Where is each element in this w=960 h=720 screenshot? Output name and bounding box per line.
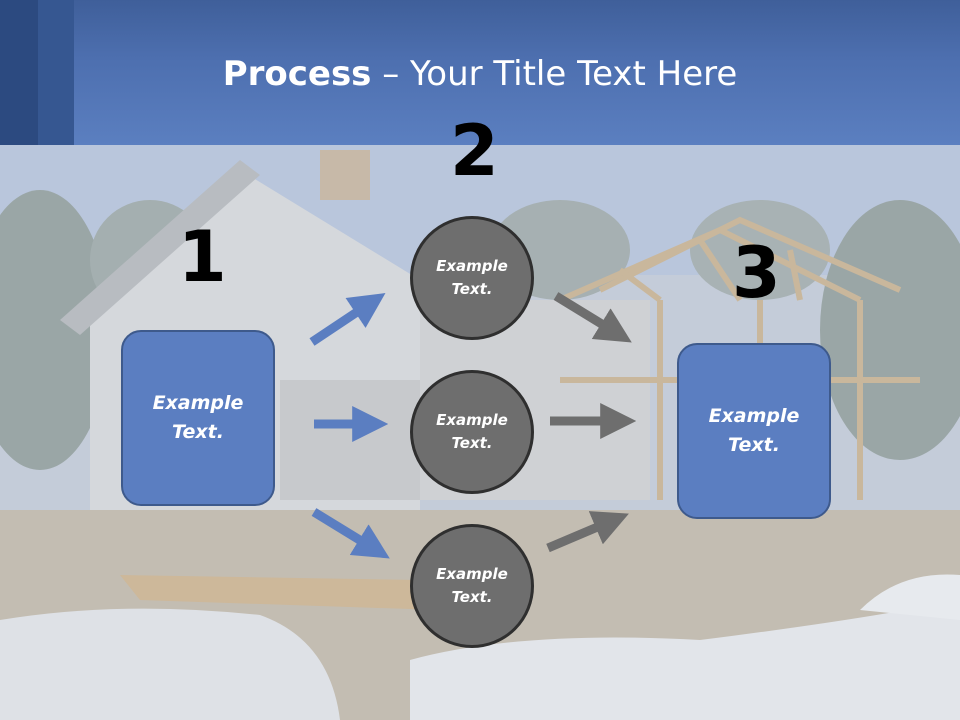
header-accent-mid bbox=[38, 0, 74, 145]
circle-top-text: Example Text. bbox=[436, 257, 508, 298]
step-2-circle-top: Example Text. bbox=[410, 216, 534, 340]
header-accent-dark bbox=[0, 0, 38, 145]
slide-title: Process – Your Title Text Here bbox=[0, 54, 960, 94]
step-number-3: 3 bbox=[732, 232, 781, 314]
step-1-box: Example Text. bbox=[121, 330, 275, 506]
arrow-top-to-3 bbox=[553, 292, 632, 343]
circle-middle-text: Example Text. bbox=[436, 411, 508, 452]
title-bar bbox=[0, 0, 960, 145]
step-2-circle-middle: Example Text. bbox=[410, 370, 534, 494]
step-number-2: 2 bbox=[450, 110, 499, 192]
step-3-text: Example Text. bbox=[708, 405, 800, 456]
arrow-1-to-bottom bbox=[311, 508, 390, 559]
circle-bottom-text: Example Text. bbox=[436, 565, 508, 606]
step-1-text: Example Text. bbox=[152, 392, 244, 443]
step-3-box: Example Text. bbox=[677, 343, 831, 519]
title-bold: Process bbox=[222, 54, 372, 94]
arrow-1-to-top bbox=[309, 293, 386, 346]
arrow-bottom-to-3 bbox=[546, 511, 629, 553]
step-number-1: 1 bbox=[178, 216, 227, 298]
step-2-circle-bottom: Example Text. bbox=[410, 524, 534, 648]
title-rest: – Your Title Text Here bbox=[371, 54, 738, 94]
